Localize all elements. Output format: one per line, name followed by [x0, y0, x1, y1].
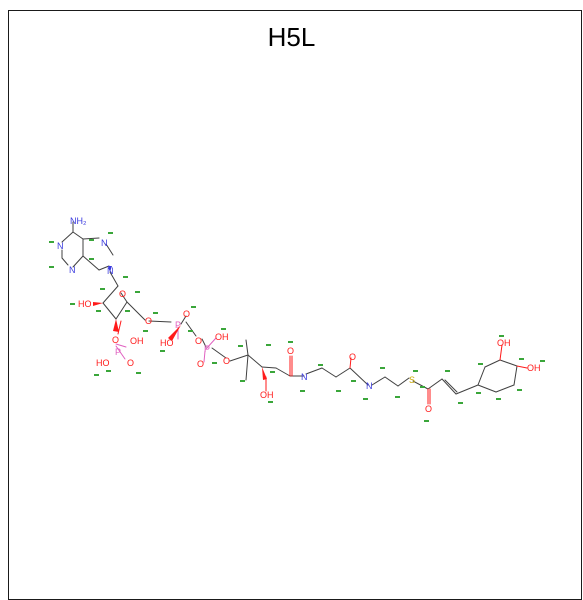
atom-name-markers — [49, 232, 545, 422]
atom-n7: N — [101, 238, 108, 248]
figure-frame — [8, 10, 582, 600]
atom-oh-4: OH — [527, 363, 541, 373]
atom-p3-ho: HO — [96, 358, 110, 368]
atom-o3: O — [112, 335, 119, 345]
atom-o6: O — [223, 356, 230, 366]
atom-s: S — [409, 375, 415, 385]
atom-n-amide1: N — [301, 372, 308, 382]
atom-n9: N — [107, 266, 114, 276]
atom-o-amide1: O — [287, 346, 294, 356]
atom-pa-o: O — [183, 309, 190, 319]
atom-p3-oh: OH — [130, 336, 144, 346]
atom-oh-pant: OH — [260, 390, 274, 400]
atom-o-bridge: O — [195, 336, 202, 346]
atom-nh2: NH₂ — [70, 216, 87, 226]
atom-ribose-o: O — [119, 289, 126, 299]
atom-n3: N — [69, 265, 76, 275]
atom-n1: N — [57, 241, 64, 251]
atom-p3: P — [115, 347, 121, 357]
atom-pb-o: O — [197, 359, 204, 369]
atom-pa: P — [175, 320, 181, 330]
figure-title: H5L — [267, 22, 316, 52]
atom-pa-ho: HO — [160, 338, 174, 348]
atom-o-amide2: O — [349, 352, 356, 362]
atom-oh-3: OH — [497, 338, 511, 348]
atom-ho-2: HO — [78, 299, 92, 309]
atom-o5: O — [145, 316, 152, 326]
atom-pb-oh: OH — [215, 332, 229, 342]
atom-n-amide2: N — [366, 381, 373, 391]
atom-o-thio: O — [425, 404, 432, 414]
atom-p3-o: O — [127, 358, 134, 368]
atom-pb: P — [204, 344, 210, 354]
